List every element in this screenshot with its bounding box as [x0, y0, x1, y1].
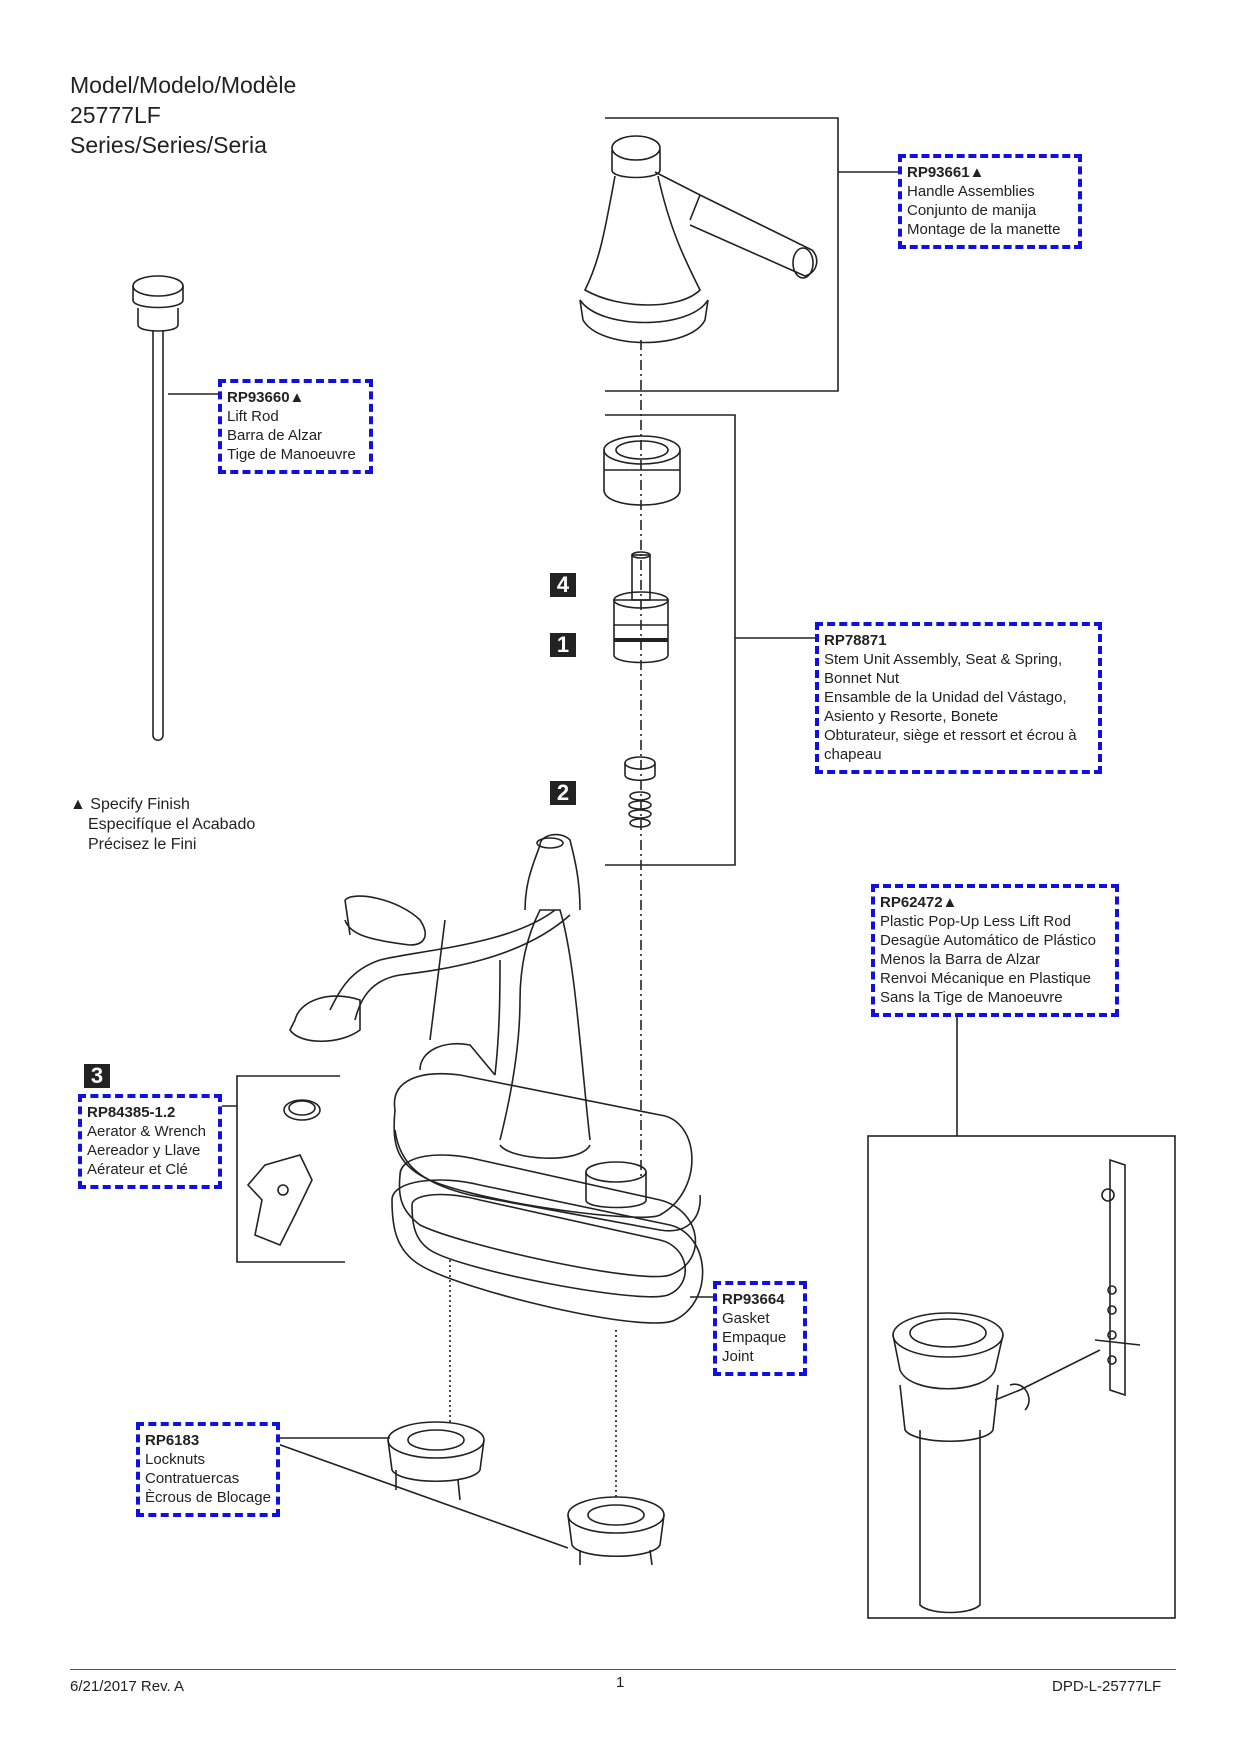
- part-number: RP93664: [722, 1291, 785, 1308]
- description-line: Desagüe Automático de Plástico: [880, 932, 1096, 949]
- series-label: Series/Series/Seria: [70, 132, 267, 158]
- seat-spring-drawing: [624, 756, 656, 828]
- part-number: RP84385-1.2: [87, 1104, 176, 1121]
- part-number: RP6183: [145, 1432, 200, 1449]
- description-line: Ècrous de Blocage: [145, 1489, 271, 1506]
- aerator-box-drawing: [220, 1075, 345, 1263]
- callout-lift-rod: RP93660▲ Lift Rod Barra de Alzar Tige de…: [218, 379, 373, 474]
- description-line: Barra de Alzar: [227, 427, 323, 444]
- popup-box-drawing: [867, 1008, 1176, 1619]
- callout-handle-assemblies: RP93661▲ Handle Assemblies Conjunto de m…: [898, 154, 1082, 249]
- description-line: Montage de la manette: [907, 221, 1061, 238]
- handle-drawing: [579, 135, 818, 344]
- description-line: Bonnet Nut: [824, 670, 900, 687]
- description-line: chapeau: [824, 746, 882, 763]
- model-number: 25777LF: [70, 102, 161, 128]
- description-line: Plastic Pop-Up Less Lift Rod: [880, 913, 1071, 930]
- gasket-drawing: [391, 1154, 713, 1324]
- note-line: Précisez le Fini: [88, 836, 197, 853]
- callout-popup-drain: RP62472▲ Plastic Pop-Up Less Lift Rod De…: [871, 884, 1119, 1017]
- description-line: Joint: [722, 1348, 754, 1365]
- part-number: RP78871: [824, 632, 887, 649]
- footer-divider: [70, 1669, 1176, 1670]
- specify-finish-note: ▲ Specify Finish Especifíque el Acabado …: [70, 795, 255, 855]
- description-line: Obturateur, siège et ressort et écrou à: [824, 727, 1077, 744]
- model-title-block: Model/Modelo/Modèle 25777LF Series/Serie…: [70, 70, 296, 160]
- description-line: Stem Unit Assembly, Seat & Spring,: [824, 651, 1063, 668]
- description-line: Tige de Manoeuvre: [227, 446, 356, 463]
- part-number: RP62472▲: [880, 894, 958, 911]
- description-line: Aereador y Llave: [87, 1142, 201, 1159]
- description-line: Menos la Barra de Alzar: [880, 951, 1041, 968]
- stem-cartridge-drawing: [613, 551, 669, 664]
- badge-4: 4: [550, 573, 576, 597]
- note-line: ▲ Specify Finish: [70, 796, 190, 813]
- description-line: Ensamble de la Unidad del Vástago,: [824, 689, 1067, 706]
- description-line: Conjunto de manija: [907, 202, 1037, 219]
- callout-locknuts: RP6183 Locknuts Contratuercas Ècrous de …: [136, 1422, 280, 1517]
- description-line: Lift Rod: [227, 408, 279, 425]
- footer-page-number: 1: [616, 1674, 625, 1691]
- description-line: Sans la Tige de Manoeuvre: [880, 989, 1063, 1006]
- faucet-body-drawing: [289, 833, 701, 1232]
- badge-2: 2: [550, 781, 576, 805]
- description-line: Locknuts: [145, 1451, 206, 1468]
- model-label: Model/Modelo/Modèle: [70, 72, 297, 98]
- part-number: RP93661▲: [907, 164, 985, 181]
- description-line: Aérateur et Clé: [87, 1161, 188, 1178]
- lift-rod-drawing: [132, 275, 222, 742]
- description-line: Renvoi Mécanique en Plastique: [880, 970, 1091, 987]
- note-line: Especifíque el Acabado: [88, 816, 256, 833]
- description-line: Aerator & Wrench: [87, 1123, 206, 1140]
- callout-gasket: RP93664 Gasket Empaque Joint: [713, 1281, 807, 1376]
- stem-bracket-line: [605, 414, 736, 866]
- callout-stem-unit: RP78871 Stem Unit Assembly, Seat & Sprin…: [815, 622, 1102, 774]
- callout-aerator: RP84385-1.2 Aerator & Wrench Aereador y …: [78, 1094, 222, 1189]
- bonnet-nut-drawing: [603, 435, 681, 506]
- footer-date-revision: 6/21/2017 Rev. A: [70, 1678, 184, 1695]
- handle-bracket-line: [605, 117, 839, 392]
- description-line: Contratuercas: [145, 1470, 240, 1487]
- description-line: Empaque: [722, 1329, 787, 1346]
- badge-1: 1: [550, 633, 576, 657]
- description-line: Handle Assemblies: [907, 183, 1035, 200]
- part-number: RP93660▲: [227, 389, 305, 406]
- description-line: Asiento y Resorte, Bonete: [824, 708, 999, 725]
- badge-3: 3: [84, 1064, 110, 1088]
- footer-document-id: DPD-L-25777LF: [1052, 1678, 1162, 1695]
- description-line: Gasket: [722, 1310, 770, 1327]
